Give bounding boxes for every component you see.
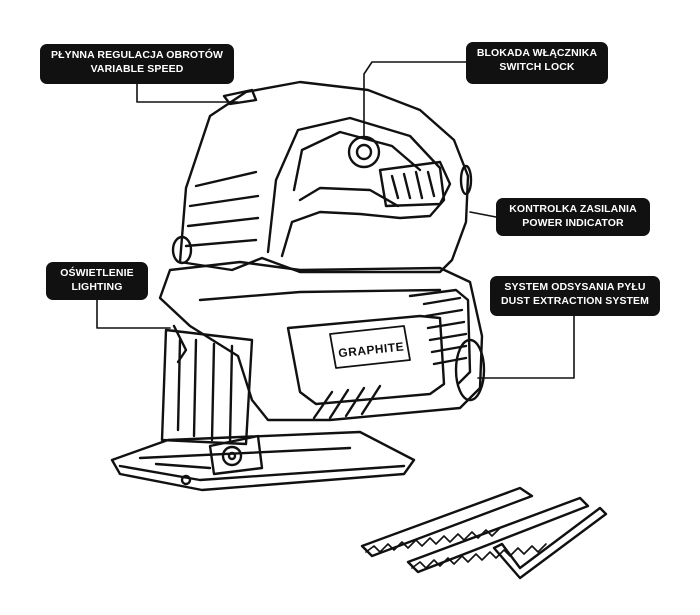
callout-dust-extraction: SYSTEM ODSYSANIA PYŁU DUST EXTRACTION SY… — [490, 276, 660, 316]
callout-label-en: SWITCH LOCK — [499, 61, 575, 73]
leader-lighting — [96, 299, 171, 329]
leader-switch-lock — [363, 61, 467, 139]
callout-label-pl: OŚWIETLENIE — [60, 267, 134, 279]
brand-logo: GRAPHITE — [338, 339, 405, 360]
handle-body — [171, 80, 473, 274]
callout-power-indicator: KONTROLKA ZASILANIA POWER INDICATOR — [496, 198, 650, 236]
jigsaw-blade-2 — [406, 496, 590, 574]
callout-label-en: DUST EXTRACTION SYSTEM — [500, 295, 650, 307]
callout-lighting: OŚWIETLENIE LIGHTING — [46, 262, 148, 300]
hex-key — [492, 506, 608, 580]
leader-dust-extraction — [477, 315, 575, 379]
accessories — [360, 486, 608, 580]
callout-label-en: LIGHTING — [71, 281, 123, 293]
blade-guide — [160, 324, 264, 476]
callout-label-pl: KONTROLKA ZASILANIA — [509, 203, 637, 215]
callout-label-en: POWER INDICATOR — [522, 217, 624, 229]
callout-variable-speed: PŁYNNA REGULACJA OBROTÓW VARIABLE SPEED — [40, 44, 234, 84]
base-plate — [110, 430, 416, 492]
leader-power-indicator — [469, 211, 497, 218]
callout-switch-lock: BLOKADA WŁĄCZNIKA SWITCH LOCK — [466, 42, 608, 84]
callout-label-pl: PŁYNNA REGULACJA OBROTÓW — [51, 49, 223, 61]
callout-label-pl: SYSTEM ODSYSANIA PYŁU — [504, 281, 646, 293]
brand-plate — [329, 325, 411, 369]
motor-housing — [158, 260, 486, 422]
callout-label-en: VARIABLE SPEED — [90, 63, 184, 75]
jigsaw-blade-1 — [360, 486, 534, 558]
callout-label-pl: BLOKADA WŁĄCZNIKA — [476, 47, 598, 59]
leader-lines — [96, 61, 575, 379]
leader-variable-speed — [136, 83, 239, 103]
